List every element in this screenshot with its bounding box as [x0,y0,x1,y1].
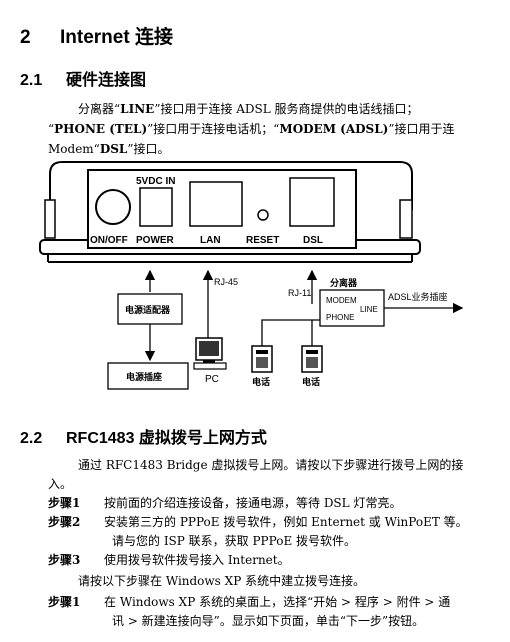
step-text: 安装第三方的 PPPoE 拨号软件，例如 Enternet 或 WinPoET … [104,515,468,529]
text: ”接口。 [127,142,170,156]
text: “ [48,122,55,136]
text: 分离器“ [78,102,121,116]
rfc-para-line-1: 通过 RFC1483 Bridge 虚拟拨号上网。请按以下步骤进行拨号上网的接 [78,458,464,472]
label-power: POWER [136,235,175,246]
step-2-continued: 请与您的 ISP 联系，获取 PPPoE 拨号软件。 [112,534,357,548]
step-label: 步骤1 [48,595,81,609]
pc-icon [193,337,227,370]
text: ”接口用于连接电话机；“ [147,122,280,136]
label-dsl: DSL [303,235,323,246]
power-switch-icon [95,189,131,225]
label-5vdc: 5VDC IN [136,176,175,187]
bold-text: LINE [120,102,155,116]
text: ”接口用于连接 ADSL 服务商提供的电话线插口； [154,102,419,116]
label-lan: LAN [200,235,221,246]
xp-step-1-continued: 讯 > 新建连接向导”。显示如下页面，单击“下一步”按钮。 [112,614,425,628]
section-heading: 2 Internet 连接 [20,22,173,49]
step-2: 步骤2 安装第三方的 PPPoE 拨号软件，例如 Enternet 或 WinPo… [48,513,468,532]
intro-line-3: Modem“DSL”接口。 [48,140,169,159]
label-onoff: ON/OFF [90,235,128,246]
bold-text: PHONE (TEL) [54,122,148,136]
subsection-title: RFC1483 虚拟拨号上网方式 [66,430,267,447]
step-text: 在 Windows XP 系统的桌面上，选择“开始 > 程序 > 附件 > 通 [104,595,451,609]
subsection-number: 2.1 [20,72,43,89]
text: Modem“ [48,142,100,156]
text: ”接口用于连 [388,122,455,136]
power-jack-icon [139,187,173,227]
step-text: 使用拨号软件拨号接入 Internet。 [104,553,290,567]
xp-intro: 请按以下步骤在 Windows XP 系统中建立拨号连接。 [78,574,366,588]
phone-cable [261,319,320,346]
step-3: 步骤3 使用拨号软件拨号接入 Internet。 [48,551,290,570]
phone1-label: 电话 [252,376,270,387]
subsection-heading-rfc1483: 2.2 RFC1483 虚拟拨号上网方式 [20,424,267,448]
intro-line-1: 分离器“LINE”接口用于连接 ADSL 服务商提供的电话线插口； [78,100,419,119]
rj11-label: RJ-11 [288,288,311,298]
reset-button-icon [257,209,269,221]
pc-label: PC [205,374,219,385]
dsl-port-icon [289,177,335,227]
section-title: Internet 连接 [60,27,173,48]
phone2-label: 电话 [302,376,320,387]
splitter-line-label: LINE [360,305,378,314]
power-outlet-label: 电源插座 [126,371,162,382]
step-text: 按前面的介绍连接设备，接通电源，等待 DSL 灯常亮。 [104,496,402,510]
splitter-title: 分离器 [330,277,358,288]
intro-line-2: “PHONE (TEL)”接口用于连接电话机；“MODEM (ADSL)”接口用… [48,120,454,139]
adsl-outlet-label: ADSL业务插座 [388,291,448,302]
phone-icon [251,345,273,373]
xp-step-1: 步骤1 在 Windows XP 系统的桌面上，选择“开始 > 程序 > 附件 >… [48,593,450,612]
power-outlet-box [107,362,189,390]
subsection-title: 硬件连接图 [66,72,147,89]
step-1: 步骤1 按前面的介绍连接设备，接通电源，等待 DSL 灯常亮。 [48,494,401,513]
lan-port-icon [189,181,243,227]
rfc-para-line-2: 入。 [48,477,73,491]
hardware-connection-diagram: 5VDC IN ON/OFF POWER LAN RESET DSL 电源适配器… [39,161,464,390]
bold-text: MODEM (ADSL) [279,122,389,136]
step-label: 步骤3 [48,553,81,567]
step-label: 步骤2 [48,515,81,529]
section-number: 2 [20,27,31,48]
phone-icon [301,345,323,373]
rj45-label: RJ-45 [214,277,238,287]
power-adapter-box [117,293,183,325]
splitter-modem-label: MODEM [326,296,357,305]
bold-text: DSL [99,142,128,156]
step-label: 步骤1 [48,496,81,510]
splitter-phone-label: PHONE [326,313,354,322]
power-adapter-label: 电源适配器 [125,304,171,315]
subsection-number: 2.2 [20,430,43,447]
subsection-heading-hardware: 2.1 硬件连接图 [20,66,146,90]
label-reset: RESET [246,235,279,246]
